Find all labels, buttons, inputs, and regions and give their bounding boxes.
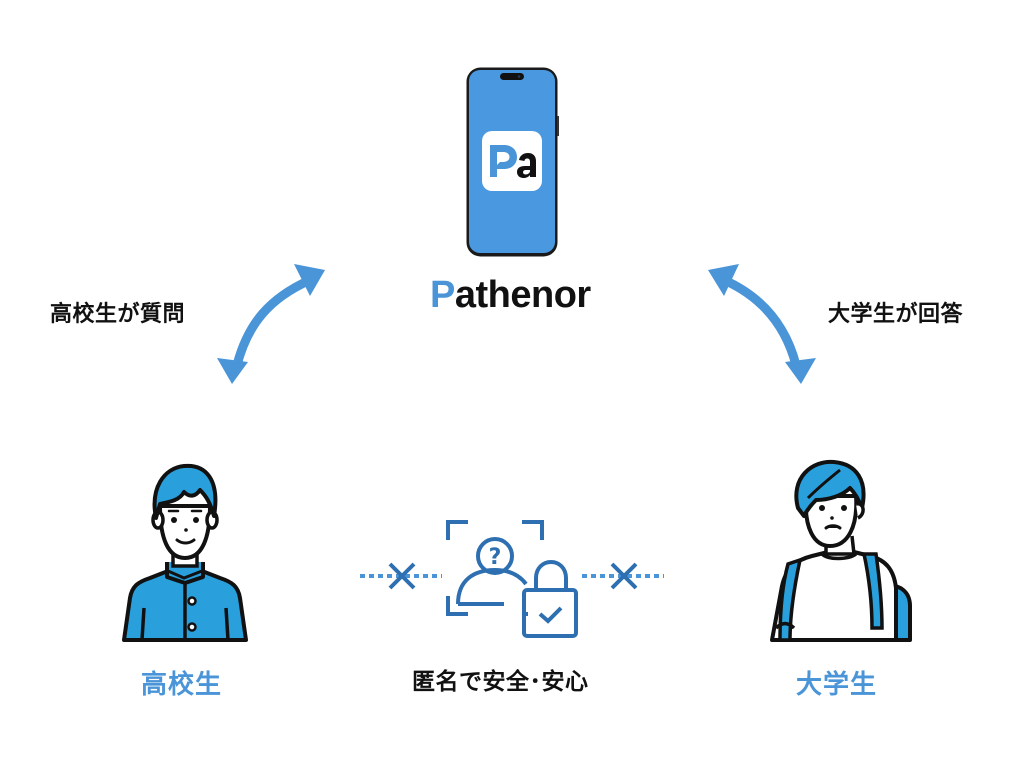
anonymous-safe-label: 匿名で安全･安心 (412, 669, 589, 695)
high-school-student-label: 高校生 (141, 670, 223, 700)
pathenor-logo-icon (490, 145, 536, 178)
right-blocked-connector-icon (580, 560, 670, 592)
brand-name-first-letter: P (430, 274, 455, 316)
left-double-arrow-icon (210, 258, 335, 388)
brand-name: Pathenor (430, 274, 591, 317)
brand-name-rest: athenor (454, 274, 591, 316)
left-blocked-connector-icon (358, 560, 448, 592)
anonymous-lock-icon: ? (444, 518, 584, 642)
answer-flow-label: 大学生が回答 (828, 302, 964, 327)
high-school-student-icon (120, 458, 250, 642)
app-icon (482, 131, 542, 191)
university-student-icon (768, 456, 918, 642)
svg-text:?: ? (489, 545, 502, 570)
university-student-label: 大学生 (796, 670, 878, 700)
right-double-arrow-icon (700, 258, 825, 388)
question-flow-label: 高校生が質問 (50, 302, 186, 327)
